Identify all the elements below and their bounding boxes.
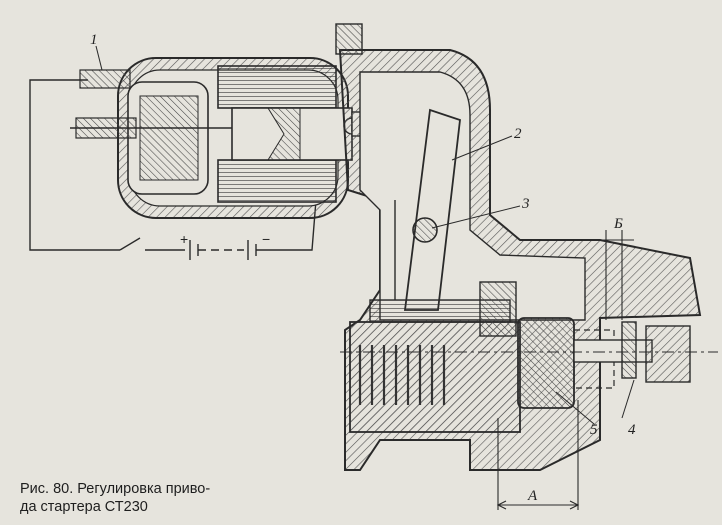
solenoid-relay (70, 57, 461, 219)
lever-pivot (412, 217, 438, 243)
callout-part-1: 1 (90, 32, 98, 48)
top-bolt (335, 23, 363, 55)
callout-part-5: 5 (590, 422, 598, 438)
callout-part-4: 4 (628, 422, 636, 438)
contact-bolt-upper (79, 69, 131, 89)
drive-clutch (349, 321, 521, 433)
battery-minus-sign: − (262, 231, 270, 247)
stop-ring (621, 321, 637, 379)
dimension-lines (496, 230, 634, 510)
pinion-gear (517, 317, 575, 409)
caption-line-1: Рис. 80. Регулировка приво- (20, 481, 211, 497)
caption-line-2: да стартера СТ230 (20, 499, 148, 515)
coil-upper (217, 65, 337, 109)
battery-plus-sign: + (180, 231, 188, 247)
armature-shaft (573, 339, 653, 363)
dimension-label-b: Б (613, 216, 623, 232)
coil-lower (217, 159, 337, 203)
callout-part-2: 2 (514, 126, 522, 142)
wiring-circuit (29, 79, 317, 260)
callout-leaders (95, 45, 635, 425)
pinion-drive (340, 281, 718, 433)
callout-part-3: 3 (521, 196, 530, 212)
dimension-label-a: А (527, 488, 538, 504)
figure-caption: Рис. 80. Регулировка приво- да стартера … (20, 480, 270, 516)
